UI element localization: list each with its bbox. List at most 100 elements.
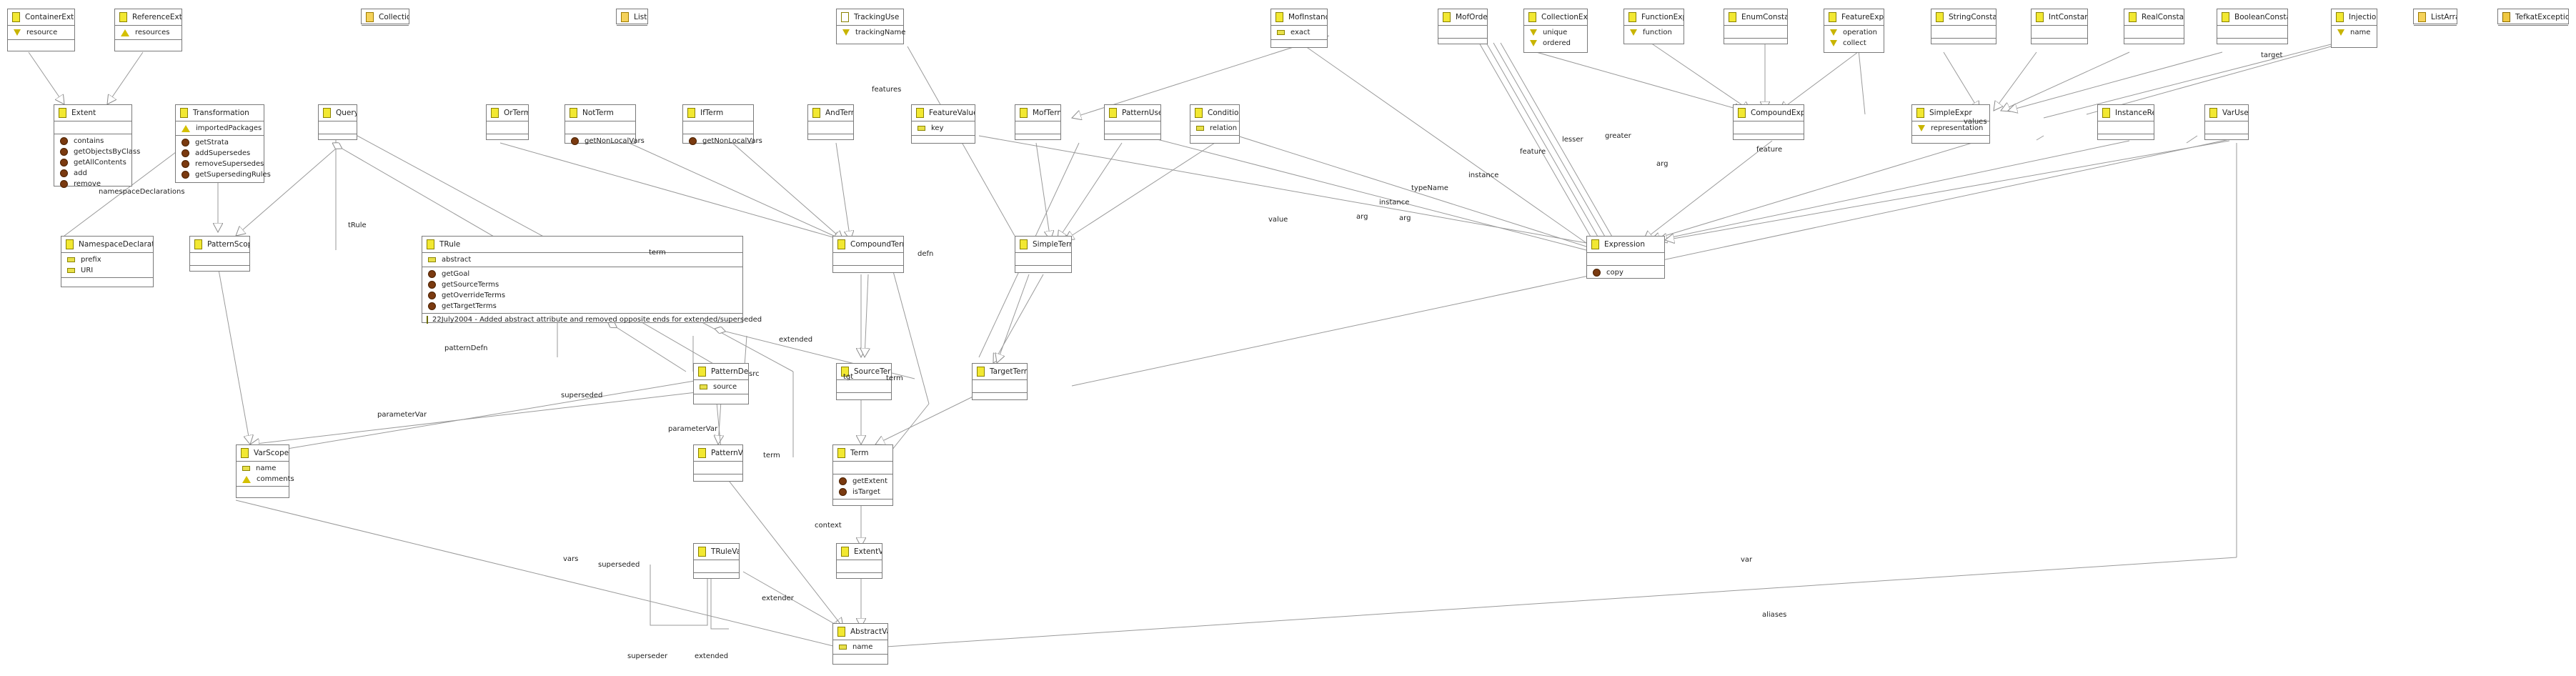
class-icon [1528, 12, 1536, 22]
edge-label: value [1268, 216, 1288, 224]
class-AbstractVar[interactable]: AbstractVar name [832, 623, 888, 665]
class-name: RealConstant [2142, 13, 2184, 21]
class-icon [1275, 12, 1283, 22]
edge-label: tgt [843, 373, 854, 381]
class-name: FeatureValuePair [929, 109, 975, 117]
containment-icon [121, 29, 129, 36]
class-TRuleVar[interactable]: TRuleVar [693, 543, 740, 579]
association-edge [1300, 42, 1587, 244]
class-Collection[interactable]: Collection [361, 9, 409, 26]
class-icon [698, 448, 706, 458]
class-name: Transformation [193, 109, 249, 117]
operation-icon [60, 169, 68, 177]
class-ExtentVar[interactable]: ExtentVar [836, 543, 882, 579]
class-OrTerm[interactable]: OrTerm [486, 104, 529, 140]
class-IntConstant[interactable]: IntConstant [2031, 9, 2088, 44]
class-IfTerm[interactable]: IfTerm getNonLocalVars [682, 104, 762, 145]
class-Term[interactable]: Term getExtent isTarget [832, 444, 893, 506]
class-ReferenceExtent[interactable]: ReferenceExtent resources [114, 9, 182, 51]
association-edge [1143, 135, 1587, 251]
edge-label: superseded [598, 561, 640, 569]
edge-label: superseded [561, 392, 603, 399]
operation-icon [181, 149, 189, 157]
generalization-edge [1065, 142, 1215, 240]
class-icon [2036, 12, 2044, 22]
class-TargetTerm[interactable]: TargetTerm [972, 363, 1028, 400]
class-icon [2129, 12, 2137, 22]
class-CompoundTerm[interactable]: CompoundTerm [832, 236, 904, 273]
class-icon [1020, 239, 1028, 249]
class-PatternUse[interactable]: PatternUse [1104, 104, 1161, 140]
member-label: resources [135, 29, 170, 36]
class-name: Extent [71, 109, 96, 117]
operation-icon [181, 160, 189, 168]
class-FeatureValuePair[interactable]: FeatureValuePair key [911, 104, 975, 144]
class-PatternScope[interactable]: PatternScope [189, 236, 250, 272]
class-BooleanConstant[interactable]: BooleanConstant [2217, 9, 2288, 44]
reference-icon [14, 29, 21, 36]
class-SourceTerm[interactable]: SourceTerm [836, 363, 892, 400]
operation-icon [571, 137, 579, 145]
generalization-edge [721, 471, 843, 627]
class-VarUse[interactable]: VarUse [2204, 104, 2249, 140]
edge-label: src [749, 370, 760, 378]
generalization-edge [875, 389, 987, 444]
class-TRule[interactable]: TRule abstract getGoal getSourceTerms ge… [422, 236, 762, 324]
class-List[interactable]: List [616, 9, 648, 26]
class-name: Condition [1208, 109, 1239, 117]
class-VarScope[interactable]: VarScope name comments [236, 444, 294, 498]
class-Condition[interactable]: Condition relation [1190, 104, 1240, 144]
class-icon [698, 367, 706, 377]
class-InstanceRef[interactable]: InstanceRef [2097, 104, 2154, 140]
generalization-edge [1072, 35, 1330, 118]
class-Query[interactable]: Query [318, 104, 357, 140]
class-FeatureExpr[interactable]: FeatureExpr operation collect [1824, 9, 1884, 53]
class-CompoundExpr[interactable]: CompoundExpr [1733, 104, 1804, 140]
class-RealConstant[interactable]: RealConstant [2124, 9, 2184, 44]
class-icon [1591, 239, 1599, 249]
class-SimpleExpr[interactable]: SimpleExpr representation [1911, 104, 1990, 144]
generalization-edge [1651, 140, 1980, 240]
operation-icon [428, 292, 436, 299]
class-icon [59, 108, 66, 118]
class-EnumConstant[interactable]: EnumConstant [1724, 9, 1788, 44]
class-MofTerm[interactable]: MofTerm [1015, 104, 1061, 140]
attribute-icon [67, 257, 75, 262]
class-SimpleTerm[interactable]: SimpleTerm [1015, 236, 1072, 273]
class-NamespaceDeclaration[interactable]: NamespaceDeclaration prefix URI [61, 236, 154, 287]
edge-label: greater [1605, 132, 1631, 140]
class-Expression[interactable]: Expression copy [1586, 236, 1665, 279]
class-name: ExtentVar [854, 547, 882, 556]
edge-label: term [763, 452, 780, 459]
class-name: SimpleExpr [1929, 109, 1972, 117]
class-name: CollectionExpr [1541, 13, 1587, 21]
class-MofOrder[interactable]: MofOrder [1438, 9, 1488, 44]
class-Extent[interactable]: Extent contains getObjectsByClass getAll… [54, 104, 140, 188]
class-Transformation[interactable]: Transformation importedPackages getStrat… [175, 104, 271, 183]
attribute-icon [1196, 126, 1204, 131]
class-TefkatException[interactable]: TefkatException [2497, 9, 2569, 26]
edge-label: arg [1399, 214, 1411, 222]
class-icon [841, 367, 849, 377]
edge-label: vars [563, 555, 579, 563]
class-ContainerExtent[interactable]: ContainerExtent resource [7, 9, 75, 51]
edge-label: parameterVar [377, 411, 427, 419]
class-PatternDefn[interactable]: PatternDefn source [693, 363, 749, 404]
class-PatternVar[interactable]: PatternVar [693, 444, 743, 482]
class-CollectionExpr[interactable]: CollectionExpr unique ordered [1523, 9, 1588, 53]
class-icon [2209, 108, 2217, 118]
operation-icon [689, 137, 697, 145]
edge-label: var [1741, 556, 1753, 564]
class-MofInstance[interactable]: MofInstance exact [1270, 9, 1328, 48]
edge-label: extended [695, 652, 729, 660]
attribute-icon [839, 645, 847, 650]
class-ListArray[interactable]: ListArray [2413, 9, 2457, 26]
edge-label: feature [1756, 146, 1783, 154]
class-TrackingUse[interactable]: TrackingUse trackingName [836, 9, 905, 44]
edge-label: context [815, 522, 842, 530]
class-AndTerm[interactable]: AndTerm [807, 104, 854, 140]
class-FunctionExpr[interactable]: FunctionExpr function [1623, 9, 1684, 44]
class-NotTerm[interactable]: NotTerm getNonLocalVars [565, 104, 645, 145]
class-StringConstant[interactable]: StringConstant [1931, 9, 1996, 44]
